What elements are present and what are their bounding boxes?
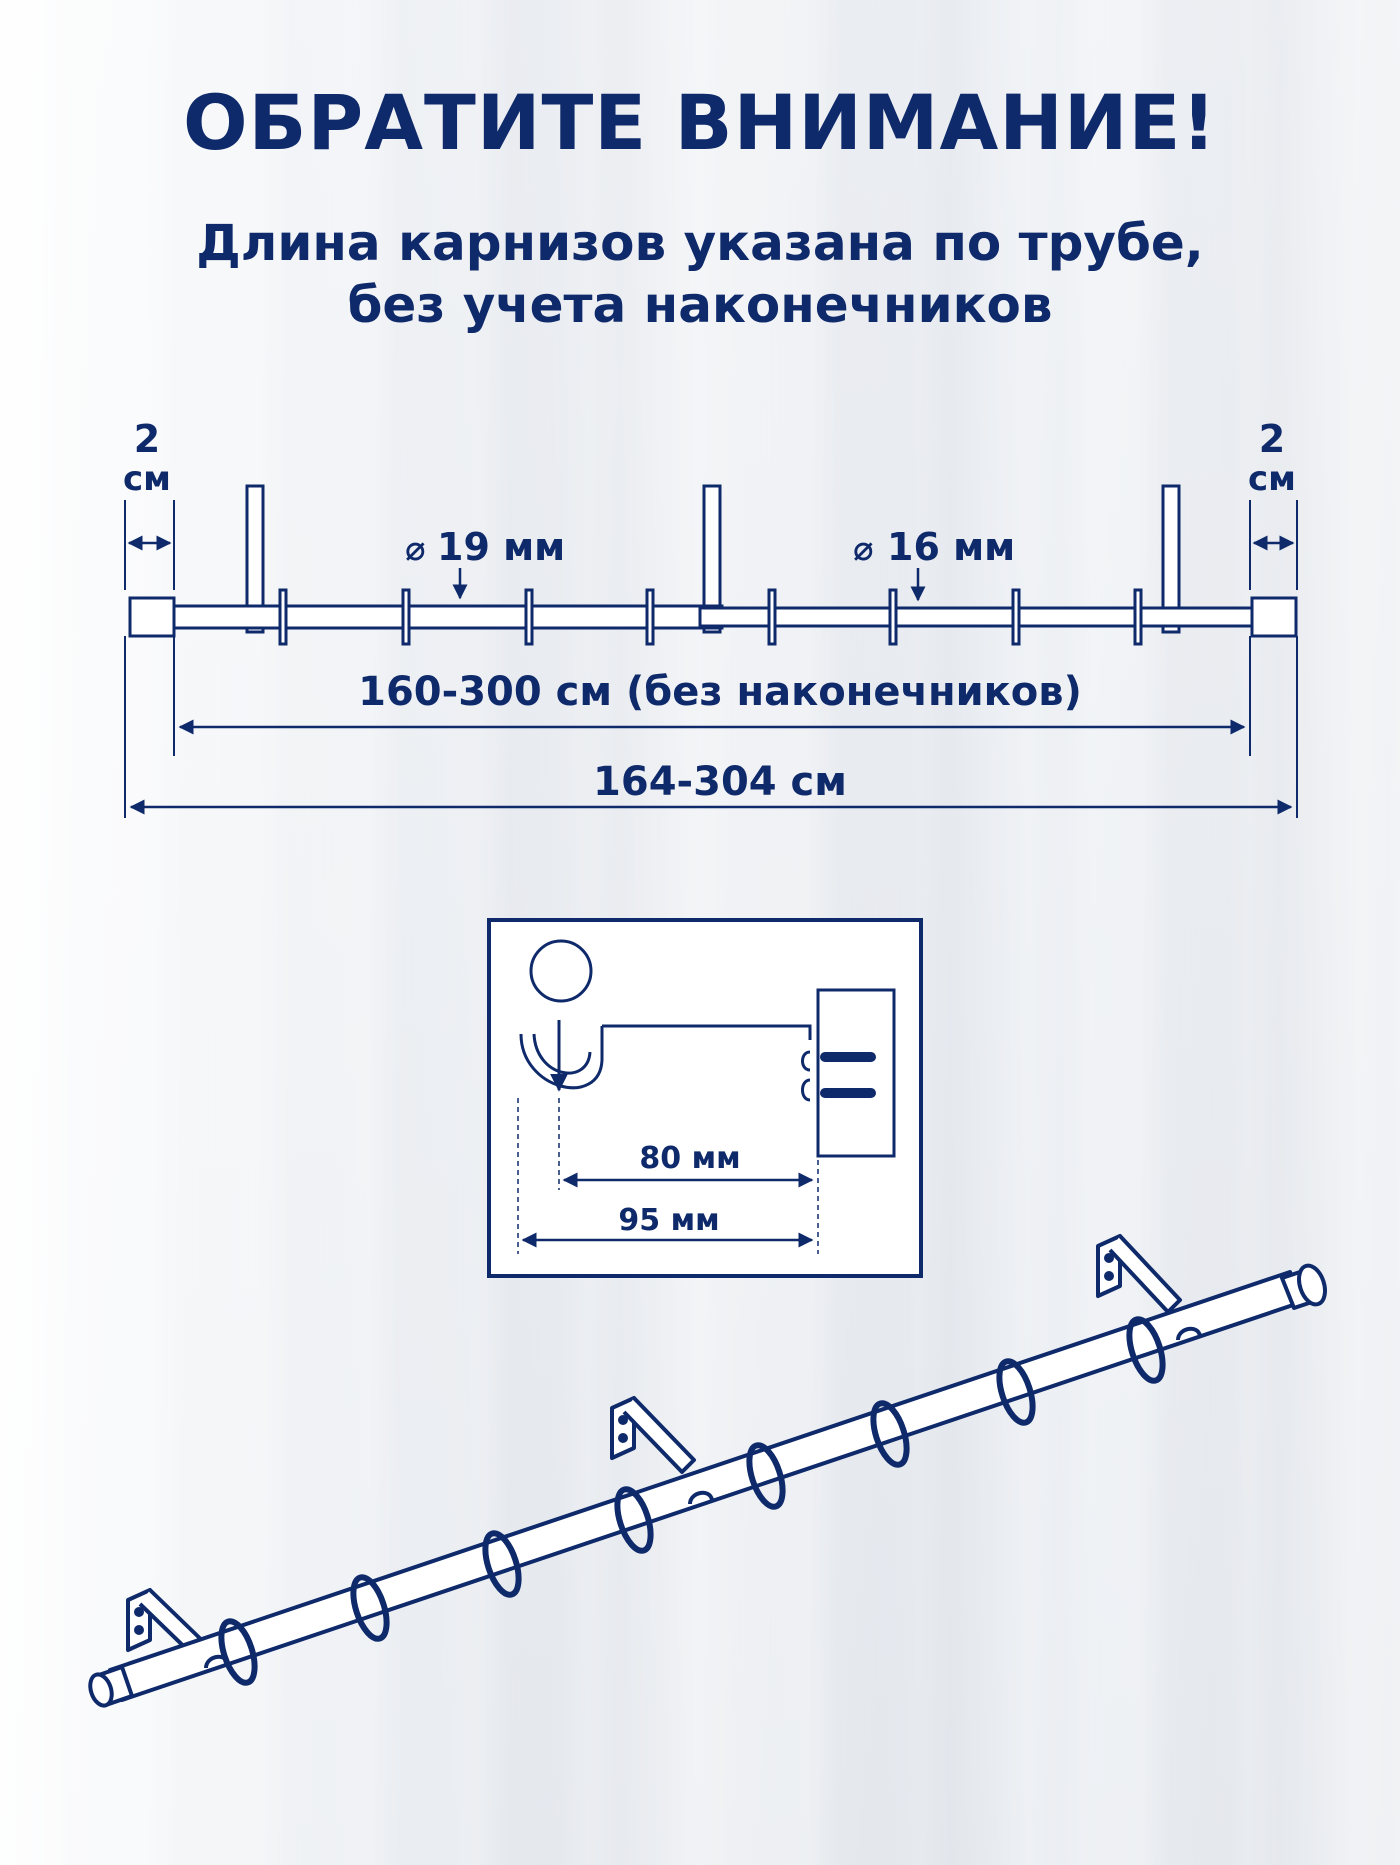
right-cap-unit: см	[1248, 459, 1296, 499]
left-cap-unit: см	[123, 459, 171, 499]
rod-rings	[278, 588, 1143, 646]
illustration-rod	[108, 1270, 1304, 1702]
rod-16mm	[698, 606, 1254, 628]
subtitle-line-2: без учета наконечников	[347, 276, 1053, 334]
subtitle-line-1: Длина карнизов указана по трубе,	[196, 214, 1204, 272]
illustration-end-cap-right	[1280, 1263, 1327, 1310]
left-end-cap	[128, 596, 176, 638]
bracket-detail: 80 мм 95 мм	[487, 918, 923, 1278]
bracket-left	[245, 484, 265, 634]
bracket-center	[702, 484, 722, 634]
rod-dimension-diagram: 2 см 2 см ⌀ 1	[123, 417, 1298, 818]
diameter-right-label: 16 мм	[887, 525, 1015, 569]
illustration-bracket-center	[610, 1396, 696, 1474]
right-end-cap	[1250, 596, 1298, 638]
left-cap-value: 2	[134, 417, 160, 461]
length-without-caps-label: 160-300 см (без наконечников)	[358, 669, 1082, 715]
diameter-left-label: 19 мм	[437, 525, 565, 569]
rod-illustration	[88, 1234, 1327, 1708]
page-title: ОБРАТИТЕ ВНИМАНИЕ!	[182, 78, 1218, 167]
length-total-label: 164-304 см	[593, 759, 847, 805]
diameter-symbol-left: ⌀	[405, 529, 425, 569]
dimension-inner-label: 80 мм	[639, 1141, 740, 1176]
bracket-right	[1161, 484, 1181, 634]
wall-plate	[816, 988, 896, 1158]
page-subtitle: Длина карнизов указана по трубе, без уче…	[0, 212, 1400, 336]
illustration-rings	[218, 1316, 1166, 1686]
illustration-bracket-right	[1096, 1234, 1182, 1314]
illustration-end-cap-left	[88, 1665, 134, 1708]
rod-cross-section	[529, 939, 593, 1003]
right-cap-value: 2	[1259, 417, 1285, 461]
diameter-symbol-right: ⌀	[853, 529, 873, 569]
rod-19mm	[172, 604, 724, 630]
dimension-outer-label: 95 мм	[618, 1203, 719, 1238]
